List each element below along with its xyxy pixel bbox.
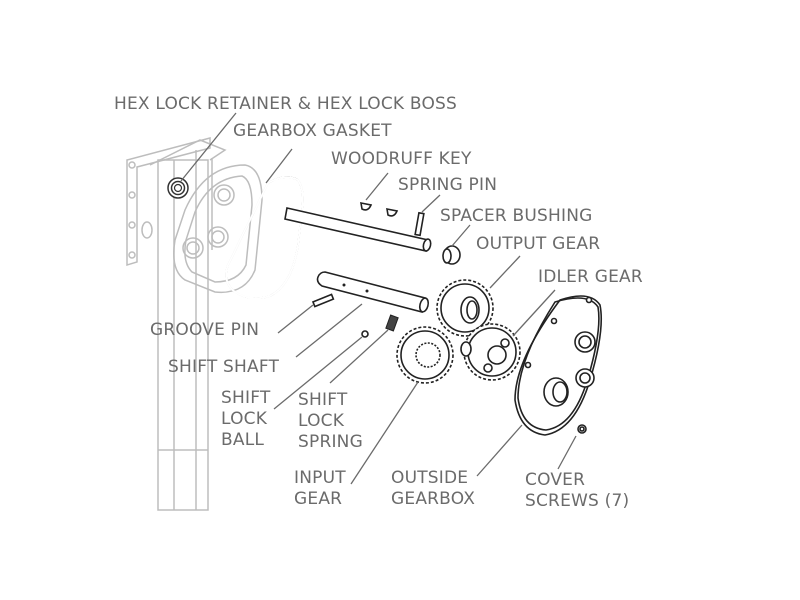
groove-pin-part xyxy=(311,293,335,308)
label-line: BALL xyxy=(221,430,265,450)
hex-lock-boss xyxy=(167,177,189,199)
mounting-plate xyxy=(126,137,211,267)
long-shaft xyxy=(284,207,432,252)
label-woodruff-key: WOODRUFF KEY xyxy=(331,149,472,169)
woodruff-key-parts xyxy=(360,201,399,217)
shift-lock-spring-part xyxy=(385,314,399,332)
label-spacer-bushing: SPACER BUSHING xyxy=(440,206,593,226)
label-cover-screws: COVER SCREWS (7) xyxy=(525,470,629,512)
label-hex-lock: HEX LOCK RETAINER & HEX LOCK BOSS xyxy=(114,94,458,114)
label-line: INPUT xyxy=(294,468,346,488)
label-line: SHIFT xyxy=(298,390,348,410)
label-outside-gearbox: OUTSIDE GEARBOX xyxy=(391,468,475,510)
label-line: OUTSIDE xyxy=(391,468,469,488)
label-spring-pin: SPRING PIN xyxy=(398,175,498,195)
label-idler-gear: IDLER GEAR xyxy=(538,267,643,287)
label-gearbox-gasket: GEARBOX GASKET xyxy=(233,121,392,141)
inside-gearbox-ghost xyxy=(173,164,263,294)
label-groove-pin: GROOVE PIN xyxy=(150,320,260,340)
shift-shaft-part xyxy=(316,271,430,313)
label-line: SPRING xyxy=(298,432,363,452)
outside-gearbox-part xyxy=(514,295,603,436)
spacer-bushing-part xyxy=(442,245,461,265)
label-line: LOCK xyxy=(298,411,345,431)
label-input-gear: INPUT GEAR xyxy=(294,468,346,510)
label-shift-lock-spring: SHIFT LOCK SPRING xyxy=(298,390,363,453)
leader-lines xyxy=(180,112,577,485)
shift-lock-ball-part xyxy=(361,330,369,338)
output-gear-part xyxy=(436,279,494,337)
label-line: COVER xyxy=(525,470,586,490)
spring-pin-part xyxy=(414,211,425,237)
label-line: LOCK xyxy=(221,409,268,429)
label-line: SHIFT xyxy=(221,388,271,408)
label-shift-lock-ball: SHIFT LOCK BALL xyxy=(221,388,270,451)
label-shift-shaft: SHIFT SHAFT xyxy=(168,357,280,377)
label-output-gear: OUTPUT GEAR xyxy=(476,234,601,254)
idler-gear-part xyxy=(460,323,521,381)
label-line: GEARBOX xyxy=(391,489,476,509)
label-line: SCREWS (7) xyxy=(525,491,630,511)
gearbox-gasket-part xyxy=(225,176,304,300)
cover-screw-part xyxy=(577,424,587,434)
input-gear-part xyxy=(396,326,454,384)
label-line: GEAR xyxy=(294,489,343,509)
